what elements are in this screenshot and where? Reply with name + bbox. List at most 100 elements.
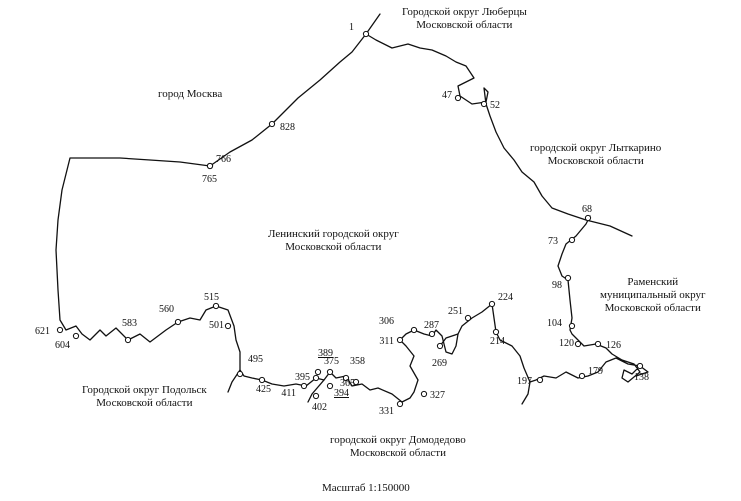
boundary-point-label: 495 [248,354,263,365]
boundary-point-marker [568,236,576,244]
region-line: Городской округ Люберцы [402,6,527,18]
boundary-point-marker [410,326,418,334]
boundary-point-marker [492,328,500,336]
region-line: Московской области [285,241,382,253]
boundary-point-marker [420,390,428,398]
boundary-point-label: 394 [334,388,349,399]
boundary-point-marker [454,94,462,102]
boundary-point-label: 402 [312,402,327,413]
boundary-point-label: 251 [448,306,463,317]
region-domodedovo: городской округ Домодедово Московской об… [330,434,466,460]
boundary-point-label: 306 [379,316,394,327]
region-line: городской округ Лыткарино [530,142,662,154]
boundary-point-label: 765 [202,174,217,185]
boundary-point-label: 47 [442,90,452,101]
boundary-point-marker [258,376,266,384]
domodedovo-spur-1 [307,379,325,403]
boundary-point-label: 269 [432,358,447,369]
boundary-point-label: 425 [256,384,271,395]
boundary-point-marker [326,368,334,376]
region-line: Московской области [416,19,513,31]
boundary-point-marker [212,302,220,310]
boundary-point-label: 583 [122,318,137,329]
boundary-point-marker [536,376,544,384]
boundary-point-marker [72,332,80,340]
boundary-point-marker [568,322,576,330]
region-line: Московской области [96,397,193,409]
boundary-point-label: 365 [340,378,355,389]
boundary-point-marker [312,374,320,382]
boundary-point-label: 179 [588,366,603,377]
boundary-point-label: 411 [281,388,296,399]
boundary-point-marker [300,382,308,390]
boundary-point-label: 828 [280,122,295,133]
boundary-point-marker [224,322,232,330]
region-line: Московской области [349,447,446,459]
boundary-point-label: 52 [490,100,500,111]
boundary-point-marker [594,340,602,348]
region-leninsky: Ленинский городской округ Московской обл… [268,228,399,254]
boundary-point-marker [236,370,244,378]
boundary-point-marker [488,300,496,308]
boundary-point-marker [312,392,320,400]
boundary-point-marker [206,162,214,170]
boundary-point-marker [428,330,436,338]
boundary-point-label: 1 [349,22,354,33]
region-lytkarino: городской округ Лыткарино Московской обл… [530,142,661,168]
boundary-point-label: 375 [324,356,339,367]
boundary-point-label: 331 [379,406,394,417]
region-line: Ленинский городской округ [268,228,399,240]
region-moscow: город Москва [158,88,223,100]
region-line: Раменский [627,276,679,288]
boundary-point-marker [436,342,444,350]
boundary-point-marker [584,214,592,222]
boundary-point-marker [326,382,334,390]
boundary-point-label: 395 [295,372,310,383]
boundary-point-marker [56,326,64,334]
boundary-point-marker [352,378,360,386]
region-line: Городской округ Подольск [82,384,207,396]
boundary-point-label: 126 [606,340,621,351]
boundary-point-marker [124,336,132,344]
boundary-point-marker [314,368,322,376]
boundary-point-label: 138 [634,372,649,383]
boundary-point-label: 389 [318,348,333,359]
region-line: Московской области [547,155,644,167]
boundary-point-marker [342,374,350,382]
boundary-point-marker [464,314,472,322]
ramensky-spur [635,365,649,377]
boundary-point-marker [174,318,182,326]
boundary-point-marker [636,362,644,370]
boundary-point-label: 327 [430,390,445,401]
boundary-point-marker [564,274,572,282]
region-line: муниципальный округ [600,289,706,301]
boundary-point-label: 604 [55,340,70,351]
boundary-point-label: 287 [424,320,439,331]
boundary-point-marker [480,100,488,108]
region-lyubertsy: Городской округ Люберцы Московской облас… [402,6,527,32]
region-ramensky: Раменский муниципальный округ Московской… [600,276,706,315]
boundary-point-label: 214 [490,336,505,347]
boundary-point-label: 311 [379,336,394,347]
boundary-point-label: 120 [559,338,574,349]
region-line: городской округ Домодедово [330,434,466,446]
boundary-point-label: 98 [552,280,562,291]
boundary-point-marker [396,336,404,344]
boundary-point-marker [268,120,276,128]
boundary-point-marker [362,30,370,38]
boundary-point-label: 766 [216,154,231,165]
region-podolsk: Городской округ Подольск Московской обла… [82,384,207,410]
scale-label: Масштаб 1:150000 [322,482,410,494]
boundary-point-marker [578,372,586,380]
boundary-point-label: 104 [547,318,562,329]
boundary-point-label: 73 [548,236,558,247]
boundary-point-label: 515 [204,292,219,303]
district-boundary [55,13,641,403]
boundary-point-label: 224 [498,292,513,303]
leninsky-spur [439,333,459,347]
boundary-point-marker [574,340,582,348]
domodedovo-spur-2 [521,381,531,405]
